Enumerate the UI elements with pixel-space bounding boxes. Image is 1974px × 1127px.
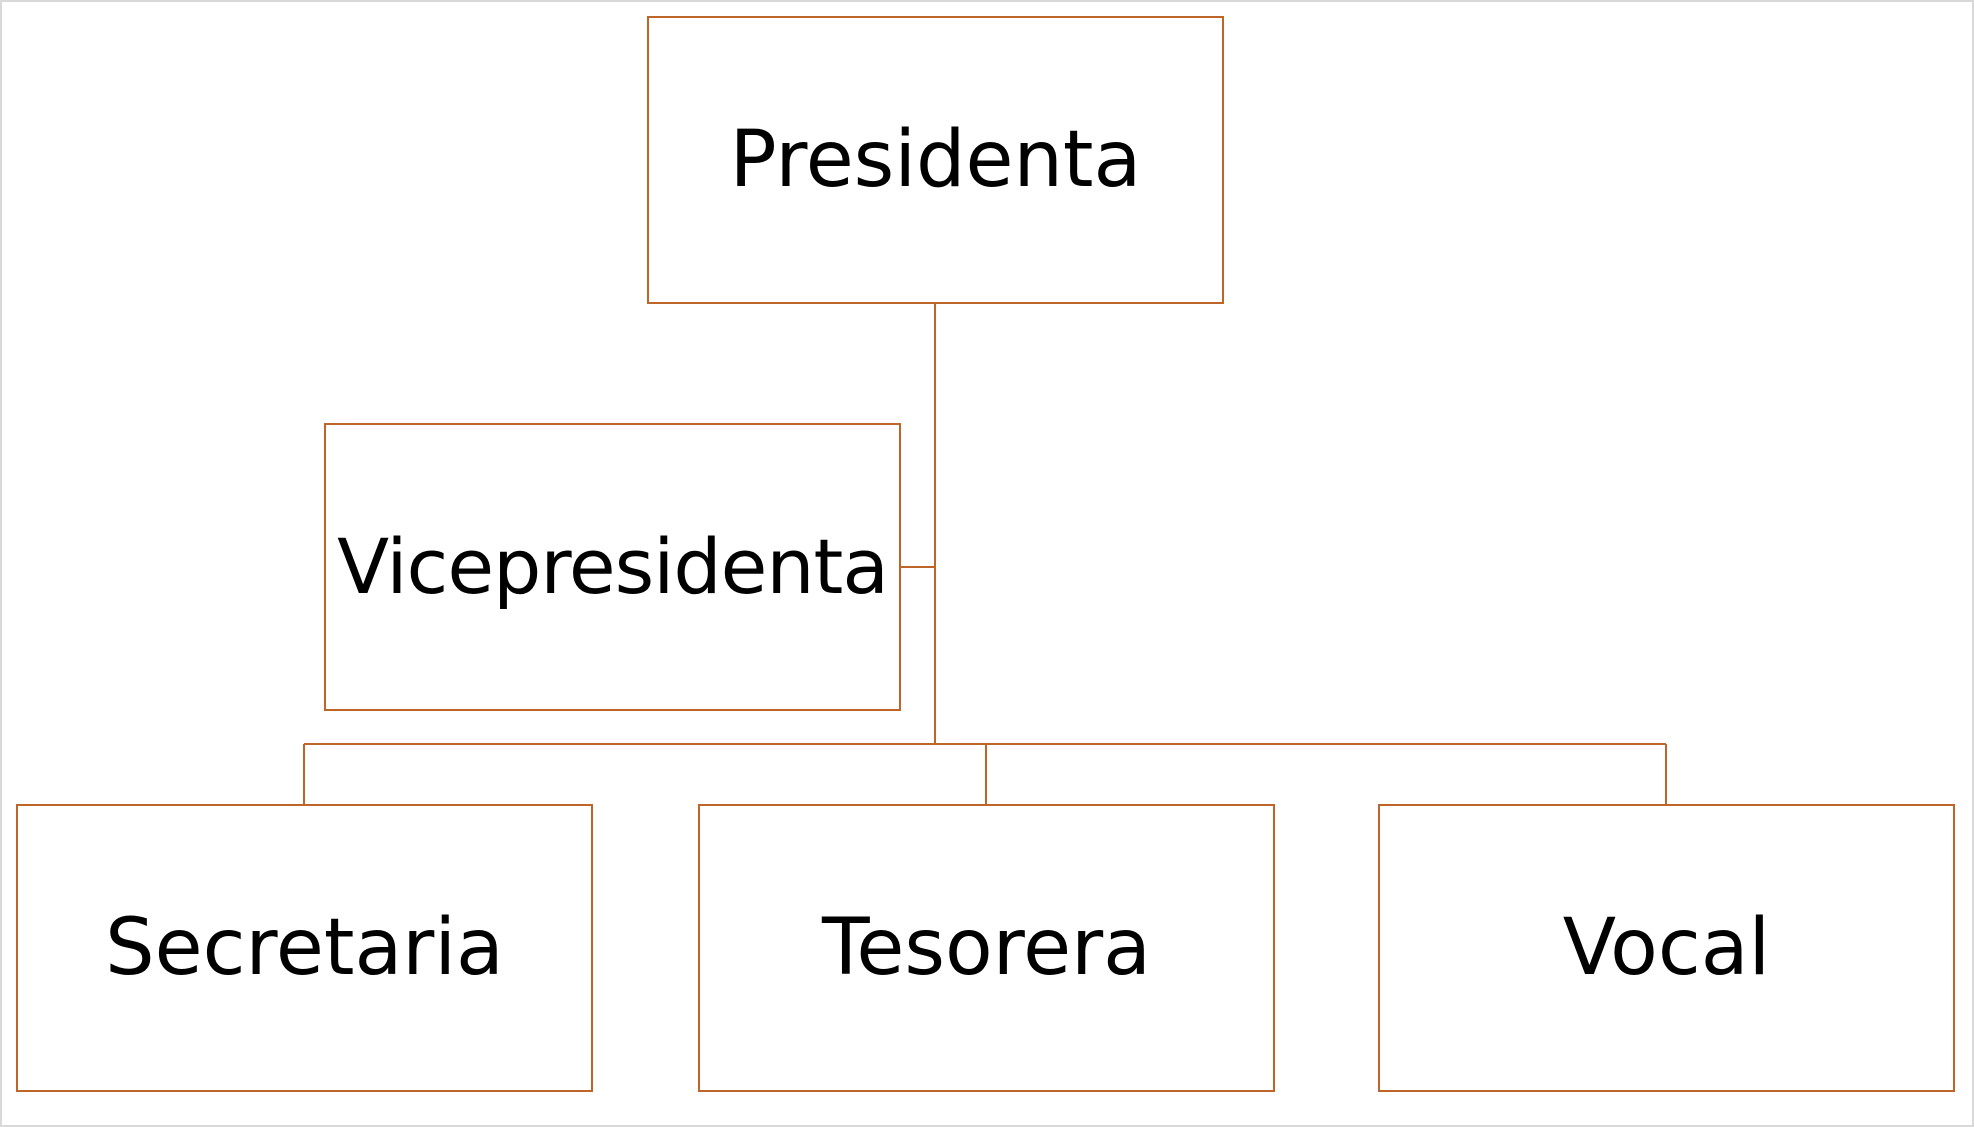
node-label-secretaria: Secretaria bbox=[105, 903, 504, 993]
node-vocal: Vocal bbox=[1378, 804, 1955, 1092]
node-label-vocal: Vocal bbox=[1562, 903, 1771, 993]
node-secretaria: Secretaria bbox=[16, 804, 593, 1092]
node-presidenta: Presidenta bbox=[647, 16, 1224, 304]
node-label-presidenta: Presidenta bbox=[729, 115, 1142, 205]
node-tesorera: Tesorera bbox=[698, 804, 1275, 1092]
node-label-tesorera: Tesorera bbox=[822, 903, 1151, 993]
node-vicepresidenta: Vicepresidenta bbox=[324, 423, 901, 711]
node-label-vicepresidenta: Vicepresidenta bbox=[337, 522, 889, 611]
